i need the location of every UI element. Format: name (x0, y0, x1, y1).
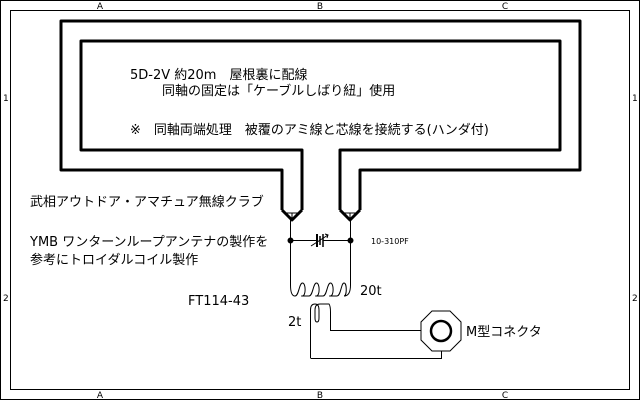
row-label-1-right: 1 (632, 94, 638, 104)
core-label: FT114-43 (188, 294, 249, 309)
col-label-a-top: A (97, 2, 104, 12)
coax-terminals (283, 212, 359, 221)
secondary-coil (310, 303, 421, 358)
connector-label: M型コネクタ (466, 325, 542, 340)
primary-leads (290, 220, 351, 285)
circuit (287, 220, 462, 359)
note-line-1: 5D-2V 約20m 屋根裏に配線 (130, 67, 307, 83)
col-label-a-bottom: A (97, 391, 104, 400)
connector-body (420, 310, 462, 352)
capacitor-label: 10-310PF (371, 237, 409, 246)
primary-turns-label: 20t (360, 284, 382, 299)
col-label-c-bottom: C (502, 391, 508, 400)
note-line-3: ※ 同軸両端処理 被覆のアミ線と芯線を接続する(ハンダ付) (130, 122, 489, 138)
row-label-2-right: 2 (632, 294, 638, 304)
ground-wire (310, 351, 442, 359)
secondary-turns-label: 2t (288, 315, 301, 330)
reference-line-1: YMB ワンターンループアンテナの製作を (29, 235, 268, 250)
reference-line-2: 参考にトロイダルコイル製作 (30, 252, 198, 268)
col-label-b-top: B (317, 2, 323, 12)
row-label-1-left: 1 (3, 94, 9, 104)
connector-center (429, 319, 453, 343)
row-label-2-left: 2 (3, 294, 9, 304)
note-line-2: 同軸の固定は「ケーブルしばり紐」使用 (162, 83, 395, 99)
inner-frame (10, 10, 630, 390)
variable-arrow (310, 233, 329, 247)
club-name: 武相アウトドア・アマチュア無線クラブ (30, 194, 264, 210)
col-label-b-bottom: B (317, 391, 323, 400)
primary-coil (290, 282, 351, 297)
col-label-c-top: C (502, 2, 508, 12)
coax-loop (59, 19, 582, 222)
